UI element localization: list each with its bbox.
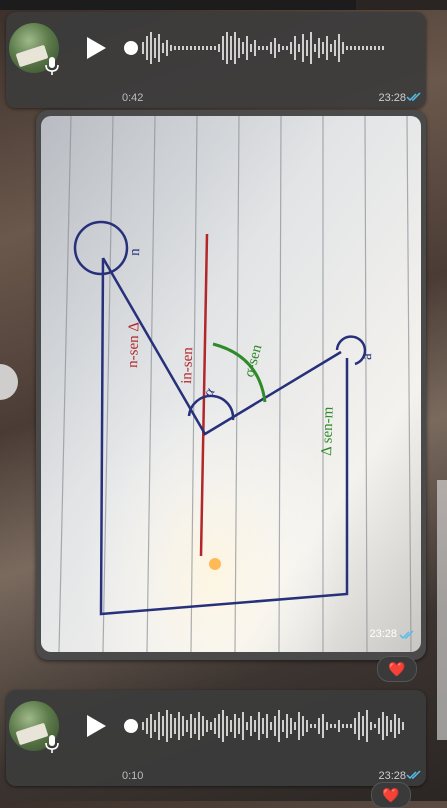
play-icon[interactable]: [82, 34, 110, 62]
voice-message-1[interactable]: 0:42 23:28: [6, 12, 426, 108]
notebook-sketch: n-sen Δ in-sen α σ-sen Δ sen-m n a: [41, 116, 421, 652]
voice-message-2[interactable]: 0:10 23:28: [6, 690, 426, 786]
waveform[interactable]: [124, 30, 410, 66]
voice-duration: 0:42: [122, 92, 144, 104]
red-line: [199, 233, 209, 557]
side-panel-chevron-icon[interactable]: [0, 364, 18, 400]
heart-reaction[interactable]: ❤️: [377, 656, 417, 682]
read-ticks-icon: [406, 770, 421, 780]
read-ticks-icon: [399, 630, 414, 640]
top-notch: [356, 0, 447, 10]
green-arc: [212, 342, 267, 403]
blue-figure: [73, 220, 367, 616]
photo-image[interactable]: n-sen Δ in-sen α σ-sen Δ sen-m n a 23:28: [41, 116, 421, 652]
side-scroll-bar: [437, 480, 447, 740]
microphone-icon: [45, 57, 59, 75]
waveform[interactable]: [124, 708, 410, 744]
label-top-left: n: [127, 248, 143, 257]
top-strip: [0, 0, 447, 10]
label-left: n-sen Δ: [125, 321, 143, 368]
microphone-icon: [45, 735, 59, 753]
play-icon[interactable]: [82, 712, 110, 740]
message-time: 23:28: [378, 770, 406, 782]
photo-message[interactable]: n-sen Δ in-sen α σ-sen Δ sen-m n a 23:28: [36, 110, 426, 660]
label-top-right: a: [359, 353, 375, 361]
read-ticks-icon: [406, 92, 421, 102]
message-time: 23:28: [369, 628, 397, 640]
voice-duration: 0:10: [122, 770, 144, 782]
label-right: Δ sen-m: [319, 406, 337, 456]
label-middle: in-sen: [179, 346, 196, 384]
message-time: 23:28: [378, 92, 406, 104]
heart-reaction[interactable]: ❤️: [371, 782, 411, 808]
